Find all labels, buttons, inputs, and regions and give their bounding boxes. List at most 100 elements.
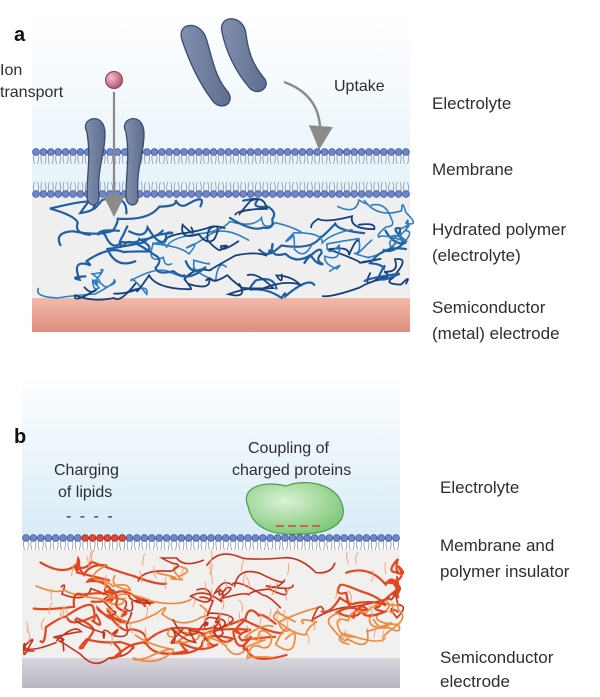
panel-b-leaflet-lipid-head [347, 534, 356, 542]
panel-b-polymer-fiber [92, 564, 132, 592]
panel-b-polymer-fiber [137, 557, 205, 582]
panel-b-polymer-fiber [32, 588, 129, 618]
panel-a-polymer-fiber [355, 224, 410, 259]
panel-b-polymer-strand [203, 608, 208, 621]
panel-a-polymer-fiber [370, 203, 407, 243]
panel-a-upper-leaflet-lipid-head [180, 148, 188, 156]
panel-b-polymer-strand [209, 562, 213, 575]
panel-a-upper-leaflet-lipid-head [224, 148, 233, 156]
panel-b-polymer-strand [246, 625, 250, 638]
panel-b-polymer-strand [209, 550, 213, 564]
panel-b-polymer-strand [275, 607, 279, 621]
panel-b-polymer-strand [144, 627, 147, 640]
panel-a-lower-leaflet-lipid-head [298, 190, 307, 198]
panel-b-polymer-strand [204, 581, 207, 594]
panel-b-polymer-fiber [233, 570, 294, 590]
uptake-label: Uptake [334, 78, 385, 95]
panel-a-lower-leaflet-lipid-head [342, 190, 351, 198]
panel-b-polymer-strand [110, 601, 113, 615]
panel-b-polymer-strand [238, 599, 244, 612]
panel-a-upper-leaflet-lipid-head [217, 148, 225, 156]
panel-b-polymer-fiber [160, 628, 277, 655]
panel-a-lower-leaflet-lipid-head [202, 190, 211, 198]
panel-a-polymer-fiber [192, 259, 227, 283]
panel-b-leaflet-lipid-head [44, 534, 52, 542]
layer-label-polymer-a-line1: Hydrated polymer [432, 220, 567, 239]
panel-a-lower-leaflet-lipid-head [98, 190, 107, 198]
panel-a-lower-leaflet-lipid-head [313, 190, 322, 198]
panel-b-polymer-strand [60, 607, 65, 621]
panel-b-leaflet-lipid-head [162, 534, 171, 542]
panel-b-polymer-strand [181, 567, 185, 580]
panel-a-upper-leaflet-lipid-head [232, 148, 240, 156]
panel-a-upper-leaflet-lipid-head [372, 148, 381, 156]
ion-channel-left-lobe [84, 118, 106, 206]
panel-b-leaflet-lipid-head [281, 534, 289, 542]
panel-b-leaflet-lipid-head [155, 534, 164, 542]
panel-b-polymer-fiber [22, 638, 57, 656]
panel-b-polymer-strand [192, 594, 196, 607]
panel-b-leaflet-lipid-head [140, 534, 149, 542]
panel-a-polymer-fiber [74, 282, 137, 301]
panel-a-upper-leaflet-lipid-head [276, 148, 285, 156]
panel-a-upper-leaflet-lipid-head [187, 148, 196, 156]
panel-a-lower-leaflet-lipid-head [143, 190, 151, 198]
panel-a-lower-leaflet-lipid-head [46, 190, 55, 198]
panel-a-lower-leaflet-lipid-head [61, 190, 70, 198]
panel-a-polymer-fiber [285, 228, 353, 255]
uptake-protein-right-lobe [221, 18, 267, 93]
panel-b-polymer-strand [48, 602, 53, 615]
panel-a-upper-leaflet-lipid-head [394, 148, 403, 156]
panel-b-leaflet-lipid-head [392, 534, 400, 542]
panel-a-lower-leaflet-lipid-head [246, 190, 255, 198]
panel-b-leaflet-lipid-head [222, 534, 230, 542]
panel-b-polymer-fiber [206, 553, 336, 574]
panel-a-lower-leaflet-lipid-head [276, 190, 285, 198]
panel-b-polymer-fiber [53, 628, 134, 665]
panel-b-polymer-strand [121, 609, 124, 623]
panel-b-leaflet-lipid-head [258, 534, 267, 542]
panel-a-polymer-fiber [325, 239, 382, 264]
panel-a-electrode [32, 298, 410, 332]
panel-b-polymer-fiber [368, 603, 404, 632]
panel-b-polymer-strand [273, 582, 277, 595]
panel-b-leaflet-lipid-head [318, 534, 326, 542]
panel-a-polymer-fiber [206, 225, 240, 252]
panel-b-leaflet-lipid-head [325, 534, 334, 542]
panel-b-polymer-strand [153, 566, 157, 579]
panel-b-letter: b [14, 426, 27, 448]
charging-label-line1: Charging [54, 462, 119, 479]
panel-a-lower-leaflet-lipid-head [320, 190, 329, 198]
panel-a-lower-leaflet-lipid-head [350, 190, 359, 198]
panel-a-polymer-fiber [113, 252, 268, 295]
panel-b-leaflet-lipid-head [384, 534, 393, 542]
panel-b-polymer-fiber [39, 555, 111, 582]
panel-b-leaflet-lipid-head [29, 534, 38, 542]
panel-b-leaflet-lipid-head [362, 534, 371, 542]
coupling-label-line1: Coupling of [248, 440, 329, 457]
panel-b-polymer-strand [370, 569, 374, 583]
panel-a-upper-leaflet-lipid-head [291, 148, 299, 156]
panel-a-polymer-fiber [310, 214, 376, 231]
panel-b-polymer-strand [40, 618, 46, 631]
panel-a-lower-leaflet-lipid-head [394, 190, 403, 198]
panel-b-polymer-strand [210, 588, 215, 601]
panel-b-polymer-strand [226, 637, 229, 650]
panel-a-lower-leaflet-lipid-head [217, 190, 225, 198]
layer-label-electrode-a-line1: Semiconductor [432, 298, 546, 317]
panel-a-upper-leaflet-lipid-head [158, 148, 166, 156]
panel-b-leaflet-lipid-head [229, 534, 238, 542]
panel-b-polymer-strand [368, 605, 373, 618]
panel-b-polymer-fiber [131, 618, 284, 655]
panel-a-upper-leaflet-lipid-head [209, 148, 218, 156]
panel-a-polymer-fiber [105, 224, 174, 265]
panel-b-leaflet-lipid-head [170, 534, 178, 542]
panel-b-leaflet-heads [22, 534, 400, 542]
panel-b-polymer-strand [335, 586, 338, 600]
panel-b-polymer-strand [342, 629, 347, 643]
panel-b-leaflet-lipid-head [377, 534, 386, 542]
panel-a-upper-leaflet-lipid-head [32, 148, 40, 156]
panel-b-leaflet-lipid-head [369, 534, 378, 542]
panel-a-upper-leaflet-lipid-head [379, 148, 388, 156]
coupling-label-line2: charged proteins [232, 462, 352, 479]
